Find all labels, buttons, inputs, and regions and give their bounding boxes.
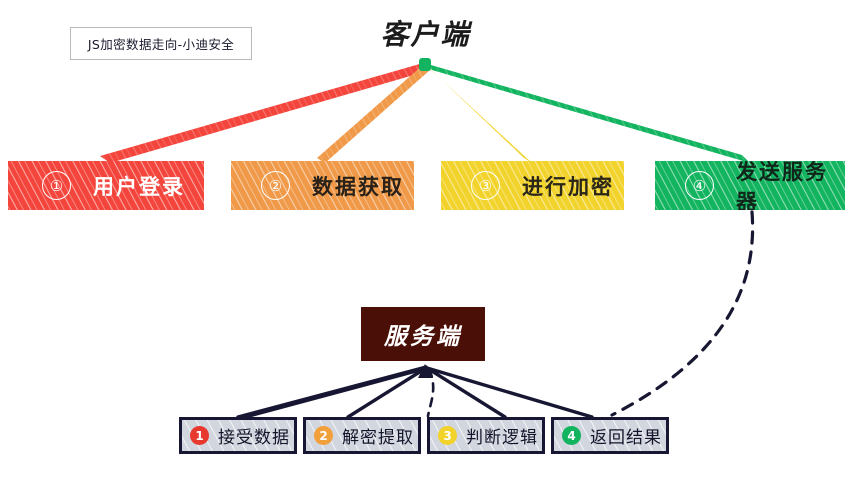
client-connector-orange <box>317 64 430 163</box>
client-step-send-to-server[interactable]: ④ 发送服务器 <box>655 161 845 210</box>
server-step-decrypt-extract[interactable]: 2 解密提取 <box>303 417 421 454</box>
client-step-4-label: 发送服务器 <box>736 161 828 210</box>
server-step-2-number: 2 <box>314 426 333 445</box>
dashed-logic-path <box>426 367 435 418</box>
client-step-2-number: ② <box>261 171 290 200</box>
client-step-2-label: 数据获取 <box>312 174 404 199</box>
client-step-1-label: 用户登录 <box>93 174 185 199</box>
client-connector-green <box>424 63 750 163</box>
server-arrow-head <box>418 364 433 378</box>
server-step-1-label: 接受数据 <box>218 428 290 448</box>
client-title: 客户端 <box>380 18 471 51</box>
server-step-3-number: 3 <box>438 426 457 445</box>
server-step-receive-data[interactable]: 1 接受数据 <box>179 417 297 454</box>
server-step-1-number: 1 <box>190 426 209 445</box>
server-step-4-number: 4 <box>562 426 581 445</box>
client-connector-yellow <box>425 64 532 163</box>
client-step-4-number: ④ <box>685 171 714 200</box>
server-connector-lines <box>236 365 594 421</box>
dashed-return-path <box>610 210 755 417</box>
server-step-4-label: 返回结果 <box>590 428 662 448</box>
client-step-3-label: 进行加密 <box>522 174 614 199</box>
server-step-3-label: 判断逻辑 <box>466 428 538 448</box>
client-step-data-fetch[interactable]: ② 数据获取 <box>231 161 414 210</box>
server-box[interactable]: 服务端 <box>361 307 485 361</box>
client-connector-red <box>100 63 431 163</box>
client-step-1-number: ① <box>42 171 71 200</box>
client-hub-node <box>419 58 431 71</box>
client-step-encrypt[interactable]: ③ 进行加密 <box>441 161 624 210</box>
server-step-judge-logic[interactable]: 3 判断逻辑 <box>427 417 545 454</box>
client-step-user-login[interactable]: ① 用户登录 <box>8 161 204 210</box>
caption-box: JS加密数据走向-小迪安全 <box>70 27 252 60</box>
server-title: 服务端 <box>384 324 462 350</box>
server-step-2-label: 解密提取 <box>342 428 414 448</box>
caption-text: JS加密数据走向-小迪安全 <box>87 37 235 52</box>
client-step-3-number: ③ <box>471 171 500 200</box>
server-step-return-result[interactable]: 4 返回结果 <box>551 417 669 454</box>
